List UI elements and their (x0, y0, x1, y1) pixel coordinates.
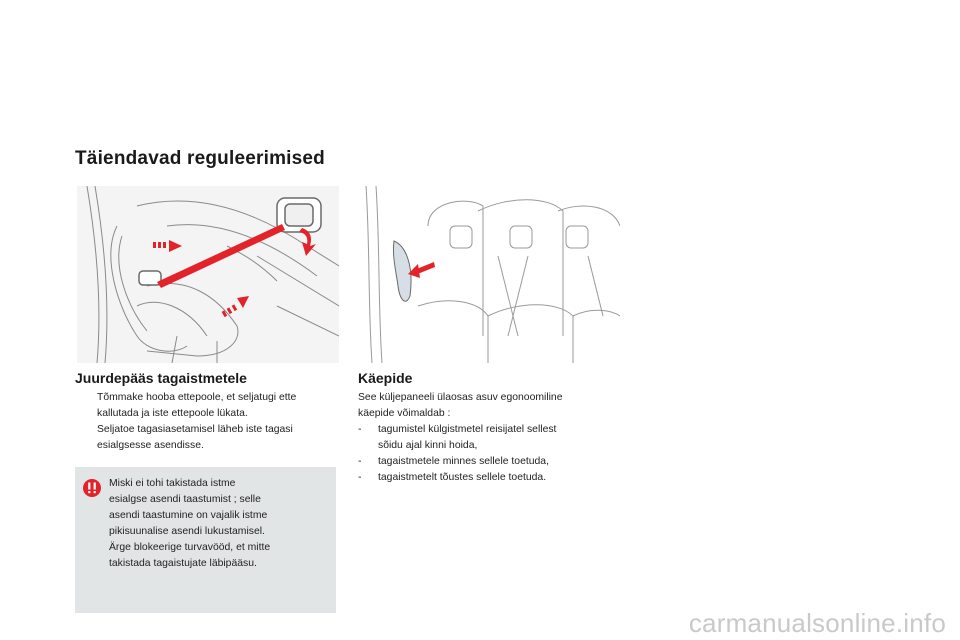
warning-box: Miski ei tohi takistada istme esialgse a… (75, 467, 336, 613)
seat-lever-illustration (77, 186, 339, 363)
list-line: tagumistel külgistmetel reisijatel selle… (378, 424, 557, 435)
warning-line: esialgse asendi taastumist ; selle (109, 494, 261, 505)
warning-icon (83, 479, 101, 497)
bullet-marker (77, 390, 97, 454)
list-line: tagaistmetele minnes sellele toetuda, (378, 456, 549, 467)
page-title: Täiendavad reguleerimised (75, 148, 325, 169)
section-heading-handle: Käepide (358, 370, 413, 386)
warning-line: asendi taastumine on vajalik istme (109, 510, 268, 521)
instruction-line: kallutada ja iste ettepoole lükata. (97, 408, 248, 419)
section-heading-rear-access: Juurdepääs tagaistmetele (75, 370, 247, 386)
warning-text: Miski ei tohi takistada istme esialgse a… (109, 476, 329, 572)
warning-line: pikisuunalise asendi lukustamisel. (109, 526, 265, 537)
watermark: carmanualsonline.info (688, 608, 946, 638)
handle-description: See küljepaneeli ülaosas asuv egonoomili… (358, 390, 620, 486)
list-dash: - (358, 424, 362, 435)
warning-line: Miski ei tohi takistada istme (109, 478, 236, 489)
warning-line: takistada tagaistujate läbipääsu. (109, 558, 257, 569)
intro-line: See küljepaneeli ülaosas asuv egonoomili… (358, 392, 563, 403)
list-line: sõidu ajal kinni hoida, (378, 440, 478, 451)
instruction-line: esialgsesse asendisse. (97, 440, 204, 451)
rear-access-instruction: Tõmmake hooba ettepoole, et seljatugi et… (77, 390, 339, 454)
list-dash: - (358, 472, 362, 483)
list-item: - tagaistmetele minnes sellele toetuda, (358, 454, 620, 470)
list-line: tagaistmetelt tõustes sellele toetuda. (378, 472, 547, 483)
warning-line: Ärge blokeerige turvavööd, et mitte (109, 542, 271, 553)
instruction-line: Seljatoe tagasiasetamisel läheb iste tag… (97, 424, 293, 435)
intro-line: käepide võimaldab : (358, 408, 451, 419)
list-dash: - (358, 456, 362, 467)
rear-seat-handle-illustration (358, 186, 620, 363)
list-item: - tagumistel külgistmetel reisijatel sel… (358, 422, 620, 454)
instruction-line: Tõmmake hooba ettepoole, et seljatugi et… (97, 392, 297, 403)
list-item: - tagaistmetelt tõustes sellele toetuda. (358, 470, 620, 486)
